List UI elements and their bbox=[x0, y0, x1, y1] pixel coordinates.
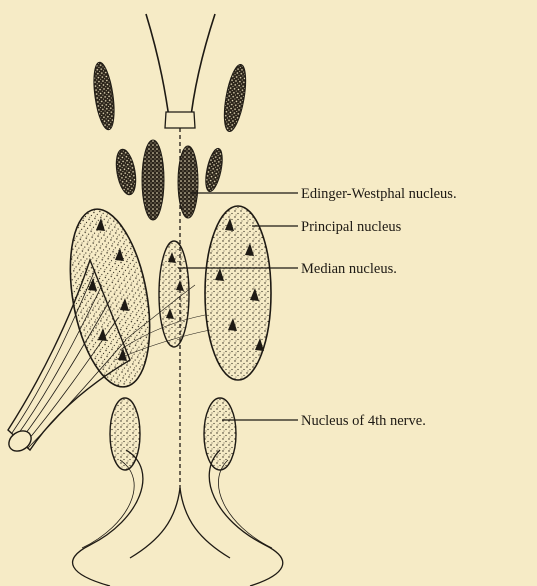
median-nucleus bbox=[159, 241, 189, 347]
upper-nucleus-cells bbox=[90, 61, 249, 220]
label-nucleus-of-4th-nerve: Nucleus of 4th nerve. bbox=[301, 413, 426, 429]
label-principal-nucleus: Principal nucleus bbox=[301, 219, 402, 235]
label-edinger-westphal-nucleus: Edinger-Westphal nucleus. bbox=[301, 186, 457, 202]
label-median-nucleus: Median nucleus. bbox=[301, 261, 397, 277]
fourth-nerve-nuclei bbox=[73, 398, 283, 586]
